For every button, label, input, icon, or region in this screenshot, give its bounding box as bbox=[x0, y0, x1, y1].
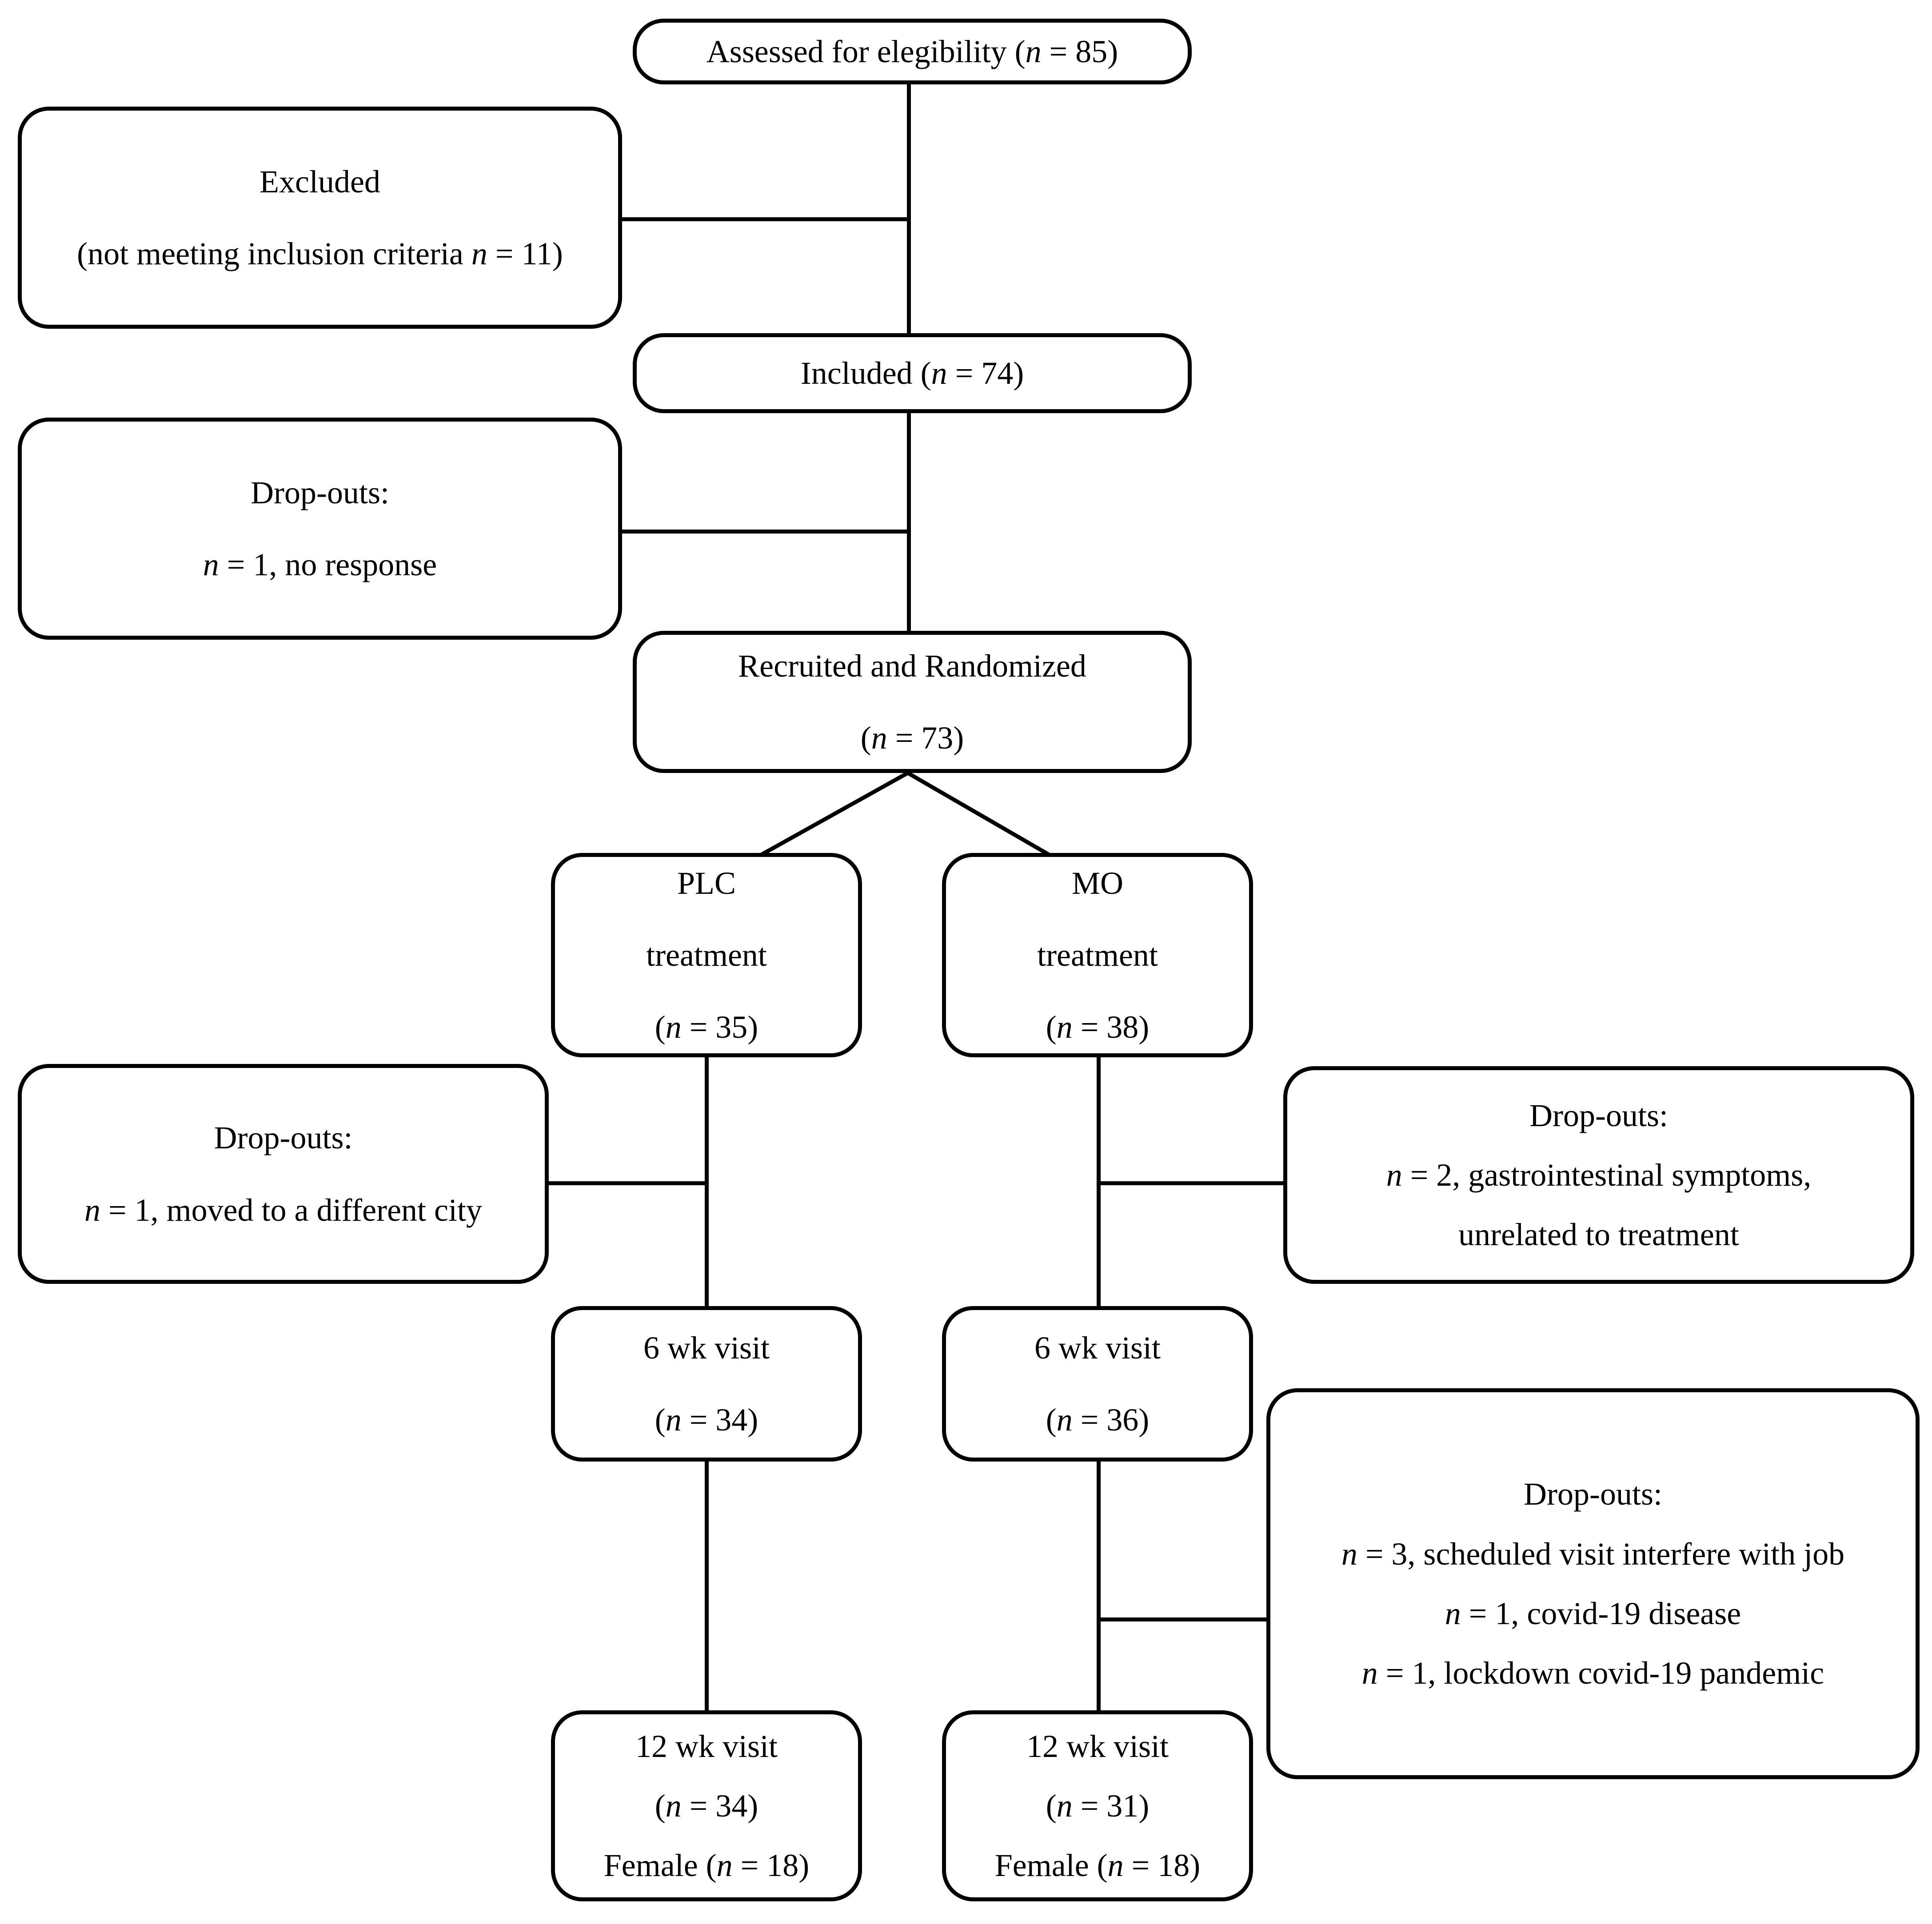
plc-treatment-label: treatment bbox=[646, 937, 767, 973]
plc-arm-label: PLC bbox=[677, 865, 736, 901]
node-dropouts-plc[interactable]: Drop-outs: n = 1, moved to a different c… bbox=[18, 1064, 549, 1284]
connector-to-excluded-box bbox=[622, 217, 909, 221]
dropouts-detail: n = 1, no response bbox=[203, 547, 437, 582]
dropouts-mo-12wk-detail-1: n = 3, scheduled visit interfere with jo… bbox=[1341, 1536, 1845, 1572]
dropouts-mo-6wk-detail-1: n = 2, gastrointestinal symptoms, bbox=[1386, 1157, 1812, 1193]
mo-12wk-female-count: Female (n = 18) bbox=[994, 1848, 1201, 1884]
node-recruited-randomized[interactable]: Recruited and Randomized (n = 73) bbox=[633, 631, 1192, 773]
dropouts-mo-12wk-detail-3: n = 1, lockdown covid-19 pandemic bbox=[1361, 1655, 1824, 1691]
node-plc-treatment[interactable]: PLC treatment (n = 35) bbox=[551, 853, 862, 1057]
dropouts-mo-6wk-title: Drop-outs: bbox=[1529, 1097, 1668, 1133]
node-dropouts-mo-12wk[interactable]: Drop-outs: n = 3, scheduled visit interf… bbox=[1266, 1388, 1920, 1779]
randomized-count: (n = 73) bbox=[860, 720, 964, 756]
connector-mo-to-dropouts-12wk bbox=[1097, 1617, 1283, 1621]
mo-arm-label: MO bbox=[1071, 865, 1123, 901]
node-included[interactable]: Included (n = 74) bbox=[633, 333, 1192, 413]
excluded-detail: (not meeting inclusion criteria n = 11) bbox=[77, 236, 563, 271]
plc-6wk-label: 6 wk visit bbox=[643, 1330, 770, 1366]
node-mo-6wk-visit[interactable]: 6 wk visit (n = 36) bbox=[942, 1306, 1253, 1462]
mo-6wk-count: (n = 36) bbox=[1046, 1402, 1150, 1438]
mo-12wk-label: 12 wk visit bbox=[1026, 1728, 1169, 1764]
node-assessed-for-eligibility[interactable]: Assessed for elegibility (n = 85) bbox=[633, 19, 1192, 84]
connector-to-dropouts-no-response bbox=[622, 530, 909, 534]
dropouts-plc-title: Drop-outs: bbox=[214, 1120, 353, 1156]
connector-included-to-randomized bbox=[907, 413, 911, 631]
dropouts-title: Drop-outs: bbox=[251, 474, 389, 510]
dropouts-plc-detail: n = 1, moved to a different city bbox=[84, 1192, 483, 1228]
dropouts-mo-12wk-detail-2: n = 1, covid-19 disease bbox=[1445, 1596, 1741, 1631]
mo-12wk-count: (n = 31) bbox=[1046, 1788, 1150, 1824]
connector-assessed-to-included bbox=[907, 80, 911, 360]
plc-count: (n = 35) bbox=[655, 1009, 758, 1045]
plc-6wk-count: (n = 34) bbox=[655, 1402, 758, 1438]
randomized-title: Recruited and Randomized bbox=[738, 648, 1086, 684]
connector-mo-6wk-to-12wk bbox=[1097, 1462, 1101, 1710]
excluded-title: Excluded bbox=[259, 163, 380, 199]
node-excluded[interactable]: Excluded (not meeting inclusion criteria… bbox=[18, 107, 622, 329]
plc-12wk-count: (n = 34) bbox=[655, 1788, 758, 1824]
node-dropouts-mo-6wk[interactable]: Drop-outs: n = 2, gastrointestinal sympt… bbox=[1283, 1066, 1914, 1284]
node-mo-12wk-visit[interactable]: 12 wk visit (n = 31) Female (n = 18) bbox=[942, 1710, 1253, 1901]
plc-12wk-label: 12 wk visit bbox=[635, 1728, 778, 1764]
dropouts-mo-6wk-detail-2: unrelated to treatment bbox=[1458, 1217, 1739, 1253]
node-mo-treatment[interactable]: MO treatment (n = 38) bbox=[942, 853, 1253, 1057]
included-text: Included (n = 74) bbox=[800, 355, 1024, 391]
mo-6wk-label: 6 wk visit bbox=[1034, 1330, 1161, 1366]
dropouts-mo-12wk-title: Drop-outs: bbox=[1524, 1476, 1662, 1512]
node-plc-12wk-visit[interactable]: 12 wk visit (n = 34) Female (n = 18) bbox=[551, 1710, 862, 1901]
node-plc-6wk-visit[interactable]: 6 wk visit (n = 34) bbox=[551, 1306, 862, 1462]
assessed-text: Assessed for elegibility (n = 85) bbox=[706, 33, 1118, 69]
mo-count: (n = 38) bbox=[1046, 1009, 1150, 1045]
mo-treatment-label: treatment bbox=[1037, 937, 1158, 973]
connector-plc-to-dropouts bbox=[524, 1181, 707, 1185]
plc-12wk-female-count: Female (n = 18) bbox=[603, 1848, 810, 1884]
connector-plc-6wk-to-12wk bbox=[705, 1462, 709, 1710]
node-dropouts-no-response[interactable]: Drop-outs: n = 1, no response bbox=[18, 418, 622, 640]
connector-mo-to-dropouts-6wk bbox=[1097, 1181, 1283, 1185]
